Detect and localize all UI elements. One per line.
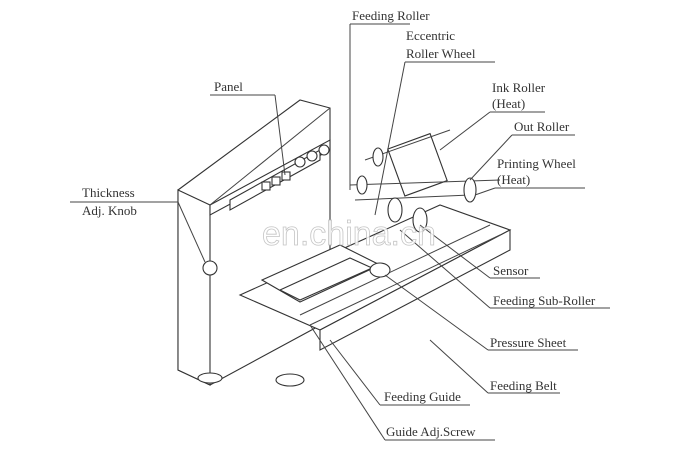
label-ink-roller-heat: (Heat): [492, 96, 525, 111]
label-roller-wheel: Roller Wheel: [406, 46, 476, 61]
label-feeding-guide: Feeding Guide: [384, 389, 461, 404]
label-pressure-sheet: Pressure Sheet: [490, 335, 567, 350]
label-guide-adj-screw: Guide Adj.Screw: [386, 424, 476, 439]
label-eccentric: Eccentric: [406, 28, 455, 43]
label-feeding-sub-roller: Feeding Sub-Roller: [493, 293, 596, 308]
label-thickness: Thickness: [82, 185, 135, 200]
machine-body: [177, 99, 512, 387]
thickness-knob: [202, 260, 218, 276]
label-adj-knob: Adj. Knob: [82, 203, 137, 218]
label-panel: Panel: [214, 79, 243, 94]
label-feeding-belt: Feeding Belt: [490, 378, 557, 393]
watermark: en.china.cn: [262, 215, 436, 253]
rollers: [349, 129, 501, 278]
label-sensor: Sensor: [493, 263, 529, 278]
label-feeding-roller: Feeding Roller: [352, 8, 430, 23]
leader-lines: [70, 23, 610, 441]
label-ink-roller: Ink Roller: [492, 80, 546, 95]
label-printing-wheel: Printing Wheel: [497, 156, 576, 171]
label-out-roller: Out Roller: [514, 119, 570, 134]
label-printing-wheel-heat: (Heat): [497, 172, 530, 187]
